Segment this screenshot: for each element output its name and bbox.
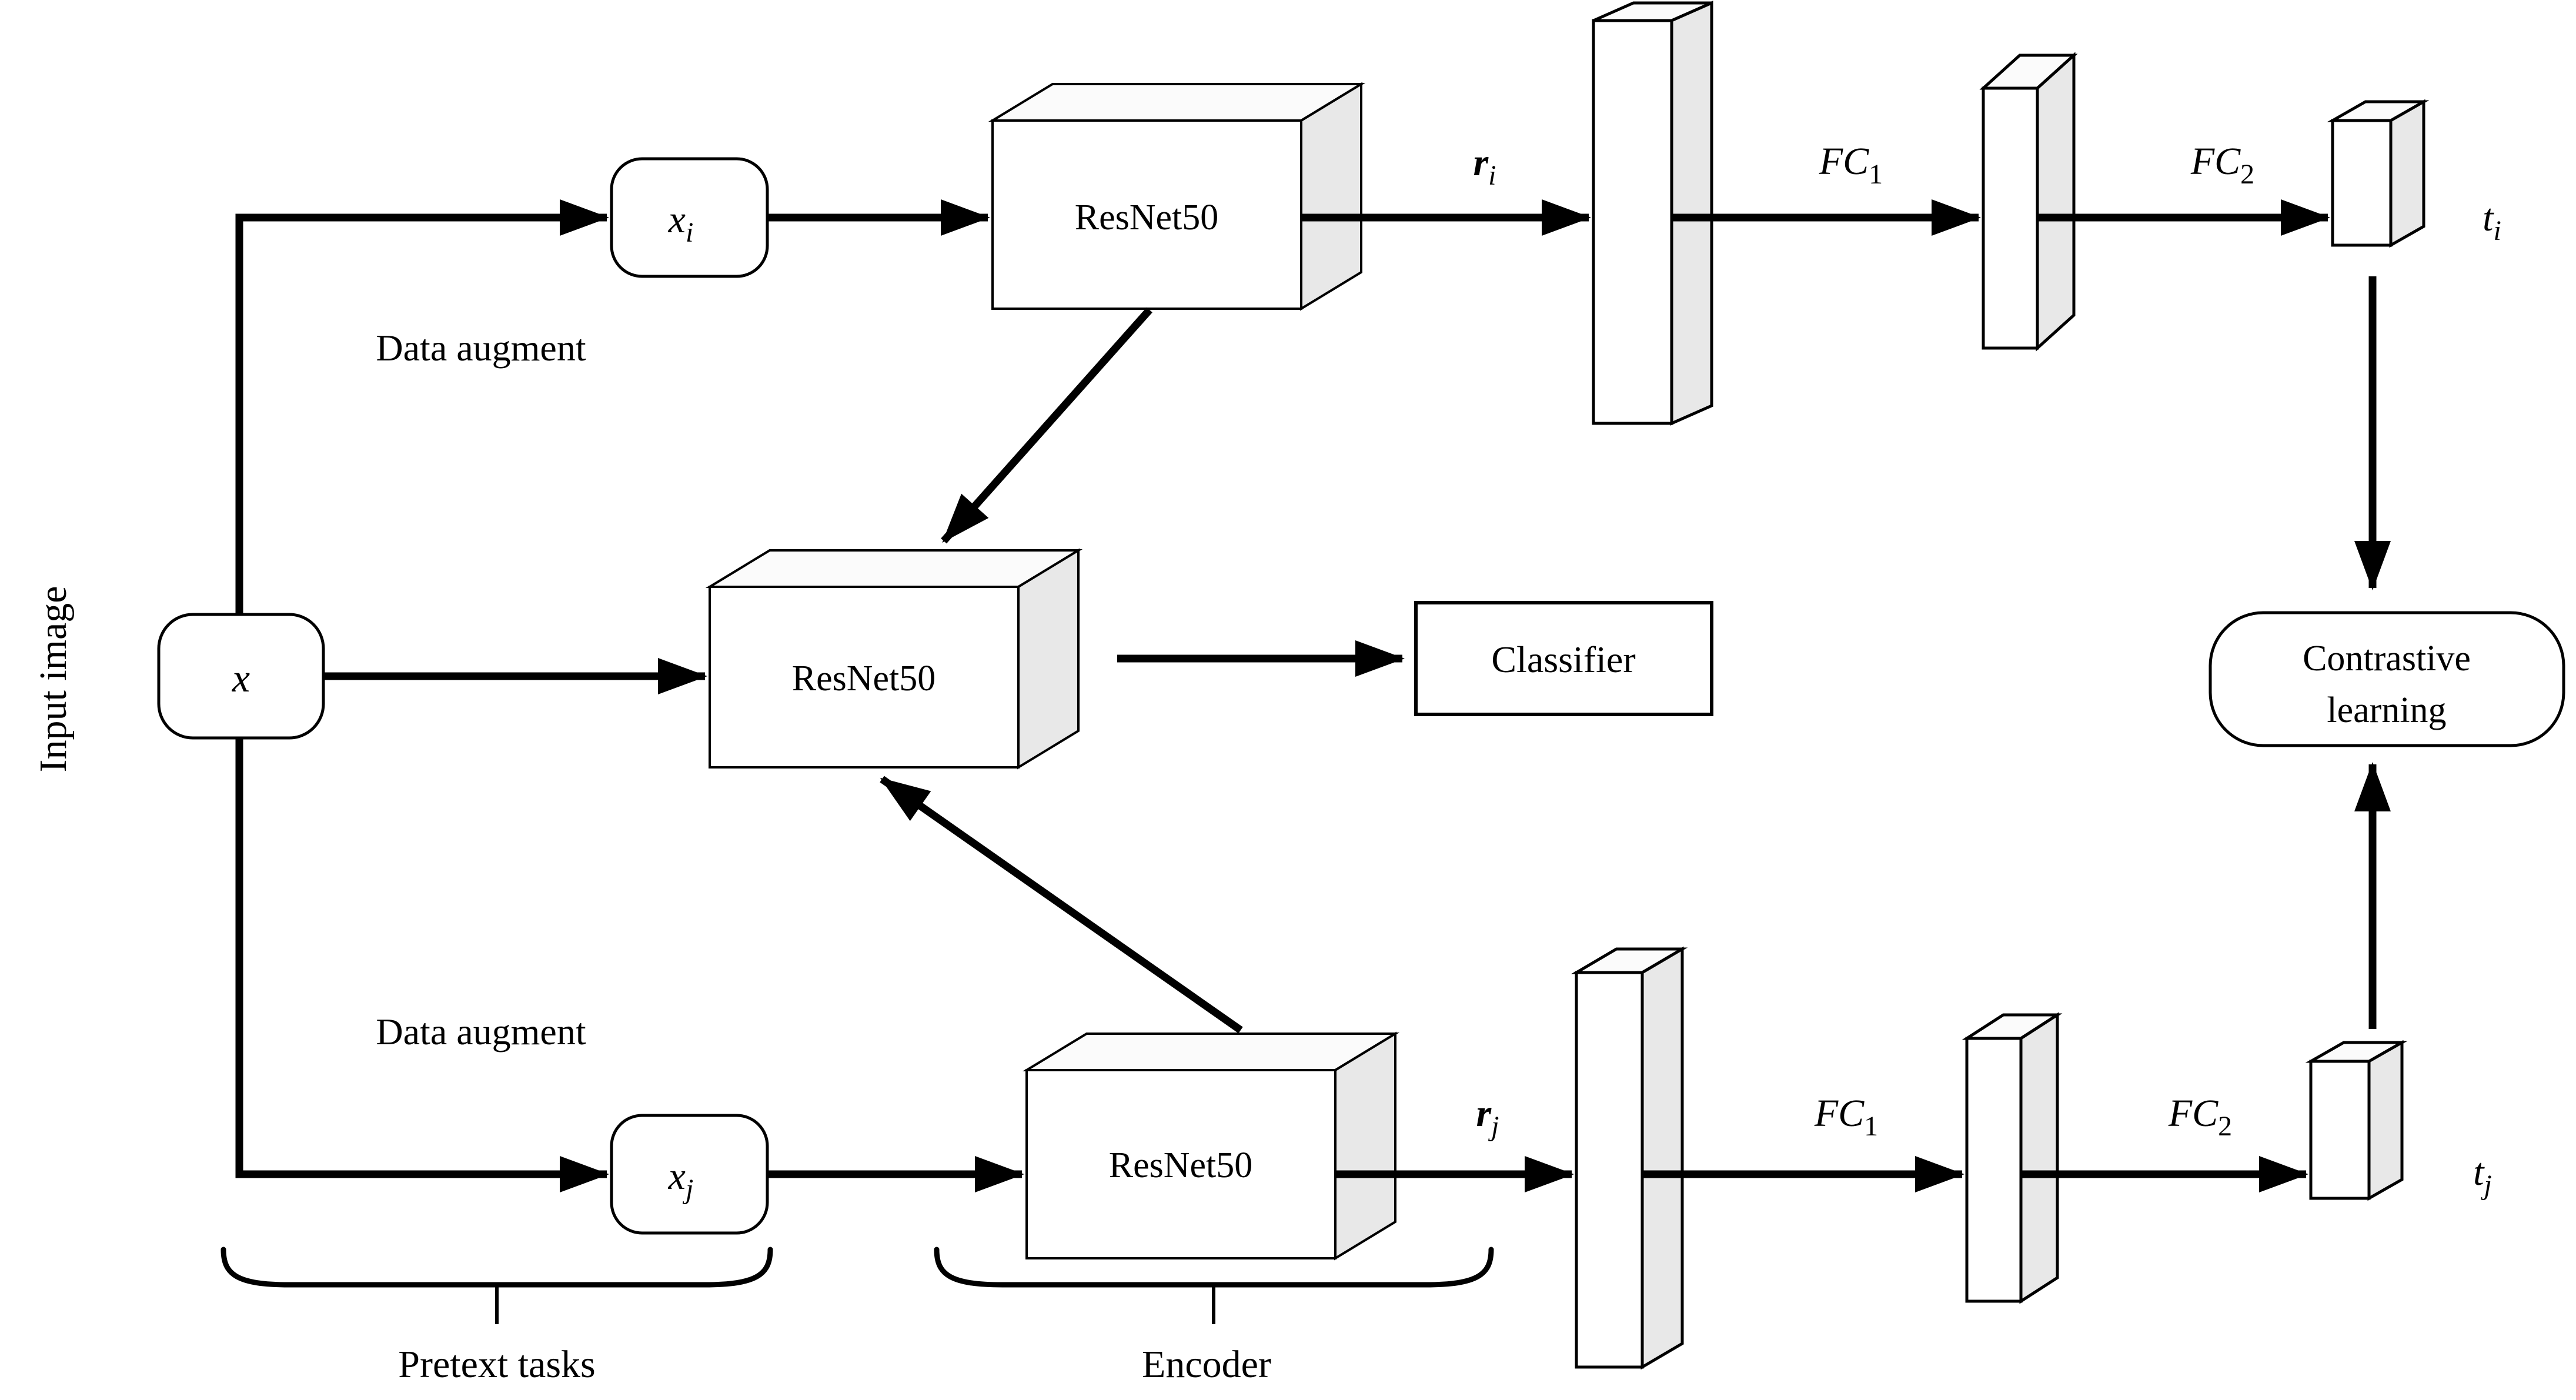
feature-bar-ri-front [1592, 19, 1673, 425]
feature-bar-rj [1571, 946, 1688, 1370]
resnet-middle-label: ResNet50 [792, 659, 936, 699]
resnet-bottom-label: ResNet50 [1109, 1145, 1253, 1185]
contrastive-learning-box [2209, 611, 2565, 747]
x-label: x [232, 656, 250, 700]
fc1-bar-bottom-frontface [1965, 1037, 2023, 1303]
resnet-middle-face-front [709, 586, 1020, 769]
ri-label: ri [1473, 141, 1496, 191]
ti-bar-sideface [2389, 99, 2425, 248]
xj-label: xj [668, 1155, 694, 1205]
fc1-bar-top-frontface [1982, 86, 2039, 350]
resnet-top-box [988, 82, 1366, 311]
ti-bar [2327, 99, 2430, 248]
resnet-middle-face-side [1017, 548, 1080, 770]
input-image-label: Input image [32, 586, 75, 772]
edge-resnet-top-to-middle [941, 307, 1152, 544]
feature-bar-ri [1592, 1, 1713, 426]
classifier-label: Classifier [1491, 639, 1635, 680]
resnet-bottom-box [1022, 1031, 1400, 1261]
fc1-top-label: FC1 [1819, 140, 1883, 190]
fc1-bar-top-sideface [2036, 52, 2076, 352]
resnet-bottom-face-side [1334, 1031, 1396, 1261]
edge-x-to-xj [235, 764, 609, 1192]
tj-bar-frontface [2309, 1060, 2371, 1200]
tj-bar [2305, 1040, 2408, 1201]
resnet-bottom-face-top [1022, 1033, 1400, 1071]
data-augment-top-label: Data augment [376, 327, 586, 369]
ti-bar-frontface [2331, 119, 2393, 247]
feature-bar-ri-side [1670, 1, 1713, 426]
fc2-top-label: FC2 [2190, 140, 2254, 190]
fc1-bottom-label: FC1 [1814, 1092, 1878, 1142]
resnet-top-face-top [988, 83, 1366, 122]
resnet-top-face-side [1300, 82, 1362, 311]
rj-label: rj [1476, 1092, 1499, 1142]
classifier-box [1414, 601, 1713, 716]
ti-label: ti [2483, 196, 2501, 246]
tj-label: tj [2473, 1151, 2492, 1201]
fc1-bar-bottom [1962, 1012, 2063, 1304]
brace-encoder [934, 1247, 1494, 1324]
resnet-middle-box [705, 548, 1083, 770]
xi-label: xi [668, 198, 694, 248]
resnet-middle-face-top [705, 549, 1083, 588]
contrastive-label-line1: Contrastive [2303, 639, 2471, 679]
contrastive-label-line2: learning [2327, 690, 2446, 730]
data-augment-bottom-label: Data augment [376, 1011, 586, 1052]
feature-bar-rj-front [1575, 971, 1644, 1369]
fc1-bar-top [1979, 52, 2078, 352]
fc2-bottom-label: FC2 [2168, 1092, 2232, 1142]
edge-resnet-bottom-to-middle [880, 776, 1243, 1034]
resnet-bottom-face-front [1025, 1069, 1337, 1259]
resnet-top-label: ResNet50 [1075, 198, 1219, 238]
feature-bar-rj-side [1641, 946, 1684, 1370]
fc1-bar-bottom-sideface [2019, 1012, 2059, 1304]
encoder-label: Encoder [1142, 1343, 1271, 1386]
tj-bar-sideface [2367, 1040, 2404, 1201]
brace-pretext-tasks [220, 1247, 773, 1324]
pretext-tasks-label: Pretext tasks [398, 1343, 595, 1386]
